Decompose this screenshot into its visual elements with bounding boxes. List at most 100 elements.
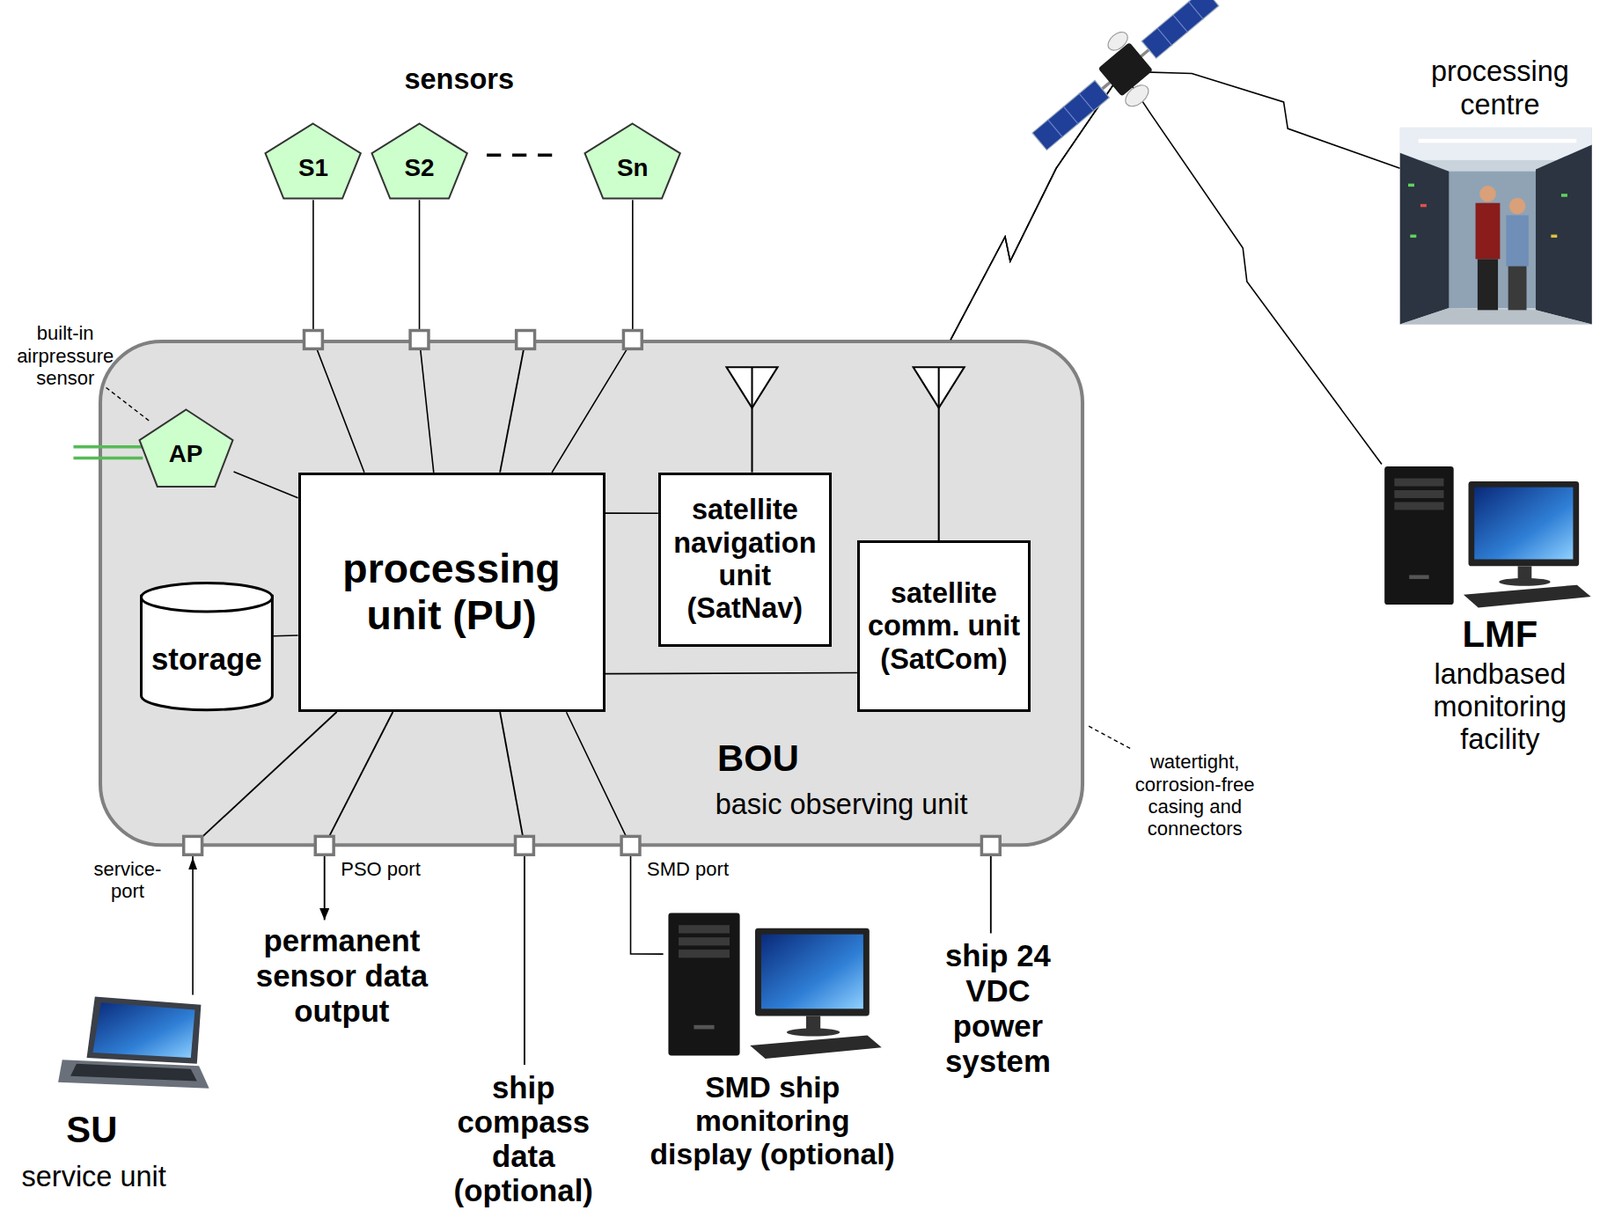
- cylinder-body: [140, 595, 272, 711]
- external-wire: [523, 854, 526, 1065]
- sensor-pentagon: S1: [264, 122, 362, 200]
- process-box: processing unit (PU): [298, 472, 606, 712]
- service-laptop: SUservice unit: [56, 994, 210, 1097]
- node-title: Sn: [616, 154, 649, 183]
- satellite-illustration: [1048, 119, 1063, 138]
- ship-display-computer: SMD ship monitoring display (optional): [663, 913, 883, 1062]
- connector-port: [621, 836, 640, 855]
- processing-centre: processing centre: [1400, 127, 1593, 325]
- node-title: S1: [298, 154, 329, 183]
- satellite-illustration: [1078, 93, 1094, 111]
- computer-illustration: [1384, 466, 1591, 608]
- laptop-illustration: [58, 996, 210, 1088]
- satellite-illustration: [1018, 0, 1235, 169]
- server-room-photo: [1400, 153, 1450, 325]
- port-name: SMD port: [646, 858, 760, 881]
- antenna-symbol: [938, 408, 940, 542]
- node-title: processing unit (PU): [304, 545, 599, 640]
- connector-port: [183, 836, 203, 855]
- connector-line: [605, 512, 659, 514]
- external-wire: [990, 854, 992, 933]
- connector-port: [315, 836, 334, 855]
- port-name: PSO port: [340, 858, 443, 881]
- unit-box: satellite navigation unit (SatNav): [658, 472, 832, 647]
- signal-name: permanent sensor data output: [236, 924, 448, 1030]
- connector-port: [981, 836, 1000, 855]
- satellite-illustration: [1188, 1, 1204, 20]
- laptop-illustration: [58, 996, 210, 1088]
- observing-unit-housing: AP processing unit (PU) storage satellite n…: [98, 339, 1085, 847]
- antenna-symbol: [750, 366, 753, 408]
- node-title: BOU: [717, 737, 922, 780]
- server-room-photo: [1400, 127, 1593, 325]
- satellite-illustration: [1141, 0, 1219, 59]
- monitoring-computer: LMFlandbased monitoring facility: [1379, 464, 1593, 613]
- air-inlet-pipe: [73, 445, 143, 448]
- callout-note: watertight, corrosion-free casing and co…: [1120, 750, 1270, 840]
- node-title: satellite comm. unit (SatCom): [864, 577, 1025, 676]
- connector-line: [950, 71, 1401, 340]
- node-title: AP: [168, 440, 204, 469]
- server-room-photo: [1400, 127, 1593, 325]
- sensor-pentagon: S2: [370, 122, 469, 200]
- server-room-photo: [1400, 127, 1593, 161]
- connector-port: [516, 330, 536, 350]
- antenna-symbol: [750, 408, 753, 473]
- callout-note: built-in airpressure sensor: [7, 322, 123, 389]
- server-room-photo: [1561, 193, 1568, 197]
- server-room-photo: [1418, 139, 1578, 144]
- satellite-illustration: [1121, 80, 1153, 111]
- connector-port: [304, 330, 323, 350]
- air-inlet-pipe: [73, 456, 143, 460]
- server-room-photo: [1479, 185, 1497, 203]
- cylinder-top: [140, 582, 272, 611]
- server-room-photo: [1509, 198, 1527, 215]
- satellite-illustration: [1157, 28, 1172, 46]
- connector-port: [623, 330, 642, 350]
- server-room-photo: [1475, 203, 1501, 260]
- server-room-photo: [1535, 145, 1593, 325]
- antenna-symbol: [938, 366, 940, 408]
- unit-box: satellite comm. unit (SatCom): [857, 540, 1031, 712]
- node-title: SMD ship monitoring display (optional): [650, 1071, 896, 1171]
- server-room-photo: [1408, 183, 1415, 187]
- node-title: storage: [151, 642, 263, 678]
- server-room-photo: [1477, 258, 1498, 310]
- connector-port: [410, 330, 429, 350]
- sensor-pentagon: Sn: [583, 122, 682, 200]
- node-subtitle: landbased monitoring facility: [1409, 658, 1590, 757]
- ellipsis-dashes: [486, 153, 553, 156]
- node-title: processing centre: [1408, 55, 1593, 122]
- storage-cylinder: storage: [139, 581, 274, 712]
- satellite-illustration: [1032, 80, 1109, 150]
- node-title: LMF: [1409, 613, 1590, 656]
- housing-outline: [100, 341, 1083, 845]
- node-title: SU: [14, 1108, 169, 1152]
- group-heading: sensors: [388, 63, 531, 96]
- satellite-illustration: [1104, 28, 1131, 54]
- power-name: ship 24 VDC power system: [928, 939, 1068, 1080]
- pentagon-outline: [585, 124, 681, 199]
- external-wire: [323, 854, 326, 920]
- connector-line: [191, 846, 194, 995]
- node-subtitle: service unit: [7, 1160, 181, 1194]
- node-title: satellite navigation unit (SatNav): [664, 493, 825, 625]
- pentagon-outline: [371, 124, 467, 199]
- satellite-illustration: [1173, 14, 1188, 33]
- server-room-photo: [1420, 204, 1427, 207]
- connector-port: [515, 836, 535, 855]
- ellipsis-dashes: [486, 154, 553, 156]
- server-room-photo: [1508, 266, 1527, 311]
- computer-illustration: [667, 912, 881, 1059]
- server-room-photo: [1505, 215, 1529, 267]
- server-room-photo: [1400, 308, 1593, 325]
- port-name: service-port: [85, 858, 169, 903]
- server-room-photo: [1550, 234, 1557, 238]
- pentagon-outline: [139, 409, 233, 486]
- node-subtitle: basic observing unit: [715, 788, 1104, 822]
- node-title: S2: [404, 154, 435, 183]
- leader-line: [1088, 726, 1131, 749]
- signal-name: ship compass data (optional): [428, 1071, 619, 1209]
- pentagon-outline: [265, 124, 361, 199]
